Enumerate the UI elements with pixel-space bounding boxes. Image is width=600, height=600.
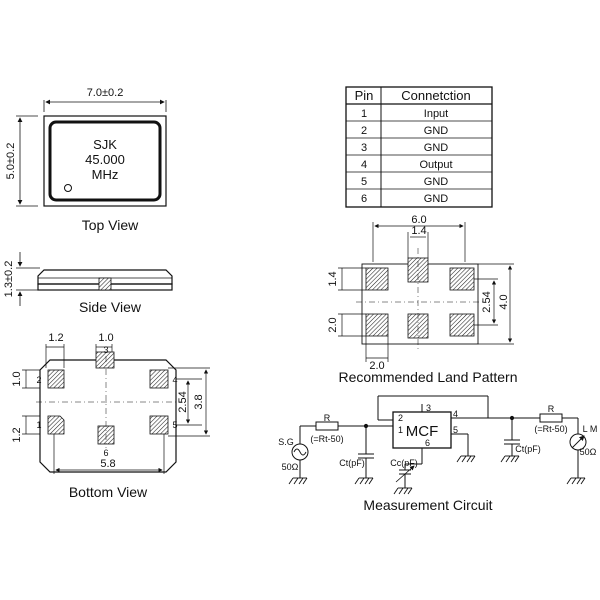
side-view-caption: Side View xyxy=(79,299,142,315)
land-pattern-caption: Recommended Land Pattern xyxy=(339,369,518,385)
pin-table-header-pin: Pin xyxy=(355,88,374,103)
ground-symbols xyxy=(288,455,586,495)
pin-table-frame xyxy=(345,86,493,208)
measurement-circuit xyxy=(291,395,587,488)
side-view xyxy=(16,252,173,306)
source-label: S.G xyxy=(278,437,294,447)
ct-right-label: Ct(pF) xyxy=(515,444,541,454)
bottom-view-caption: Bottom View xyxy=(69,484,148,500)
mcf-pin-2: 2 xyxy=(398,413,403,423)
mcf-pin-4: 4 xyxy=(453,409,458,419)
pin-table-row-5-conn: GND xyxy=(424,176,449,188)
pin-table-row-2-pin: 2 xyxy=(361,125,367,137)
mcf-pin-3: 3 xyxy=(426,403,431,413)
bottom-pad-height-bottom-dim: 1.2 xyxy=(11,427,23,442)
bottom-view xyxy=(22,344,210,474)
bottom-width-dim: 5.8 xyxy=(100,458,115,470)
bottom-pad-width-dim: 1.2 xyxy=(48,332,63,344)
pin-table-row-3-conn: GND xyxy=(424,142,449,154)
bottom-pin-1-label: 1 xyxy=(36,420,41,430)
bottom-pin-4-label: 4 xyxy=(172,375,177,385)
land-center-width-dim: 1.4 xyxy=(411,225,426,237)
bottom-pin-2-label: 2 xyxy=(36,375,41,385)
land-left-height-dim: 1.4 xyxy=(327,271,339,286)
mcf-pin-6: 6 xyxy=(425,438,430,448)
side-height-dim: 1.3±0.2 xyxy=(3,261,15,298)
pin-table-row-1-pin: 1 xyxy=(361,108,367,120)
top-view-caption: Top View xyxy=(82,217,139,233)
mcf-pin-5: 5 xyxy=(453,425,458,435)
top-width-dim: 7.0±0.2 xyxy=(87,87,124,99)
measurement-circuit-caption: Measurement Circuit xyxy=(363,497,492,513)
ct-left-label: Ct(pF) xyxy=(339,458,365,468)
bottom-pin-5-label: 5 xyxy=(172,420,177,430)
pin-table-row-4-conn: Output xyxy=(419,159,452,171)
marking-line-2: 45.000 xyxy=(85,152,125,167)
pin-table-row-6-conn: GND xyxy=(424,193,449,205)
pin-table-header-connection: Connetction xyxy=(401,88,470,103)
r-right-label: R xyxy=(548,404,555,414)
cc-label: Cc(pF) xyxy=(390,458,418,468)
top-height-dim: 5.0±0.2 xyxy=(5,143,17,180)
source-impedance: 50Ω xyxy=(282,462,299,472)
mcf-label: MCF xyxy=(406,423,439,440)
land-pattern xyxy=(338,222,514,362)
bottom-pin-6-label: 6 xyxy=(103,448,108,458)
bottom-pitch-dim: 2.54 xyxy=(177,391,189,412)
pin-table-row-2-conn: GND xyxy=(424,125,449,137)
top-view xyxy=(16,99,167,207)
marking-line-3: MHz xyxy=(92,167,119,182)
pin-table-row-1-conn: Input xyxy=(424,108,448,120)
mcf-pin-1: 1 xyxy=(398,425,403,435)
land-pad-height-dim: 2.0 xyxy=(327,317,339,332)
meter-label: L M xyxy=(583,424,598,434)
pin-table-row-6-pin: 6 xyxy=(361,193,367,205)
r-left-label: R xyxy=(324,413,331,423)
land-total-height-dim: 4.0 xyxy=(498,294,510,309)
land-pitch-dim: 2.54 xyxy=(481,291,493,312)
pin-table-row-4-pin: 4 xyxy=(361,159,367,171)
meter-impedance: 50Ω xyxy=(580,447,597,457)
r-left-value: (=Rt-50) xyxy=(310,434,343,444)
pin-table-row-3-pin: 3 xyxy=(361,142,367,154)
bottom-pin-3-label: 3 xyxy=(103,345,108,355)
marking-line-1: SJK xyxy=(93,137,117,152)
r-right-value: (=Rt-50) xyxy=(534,424,567,434)
land-total-width-dim: 6.0 xyxy=(411,214,426,226)
bottom-pad-gap-dim: 1.0 xyxy=(98,332,113,344)
bottom-height-dim: 3.8 xyxy=(193,394,205,409)
pin-table-row-5-pin: 5 xyxy=(361,176,367,188)
land-pad-width-dim: 2.0 xyxy=(369,360,384,372)
bottom-pad-height-top-dim: 1.0 xyxy=(11,371,23,386)
